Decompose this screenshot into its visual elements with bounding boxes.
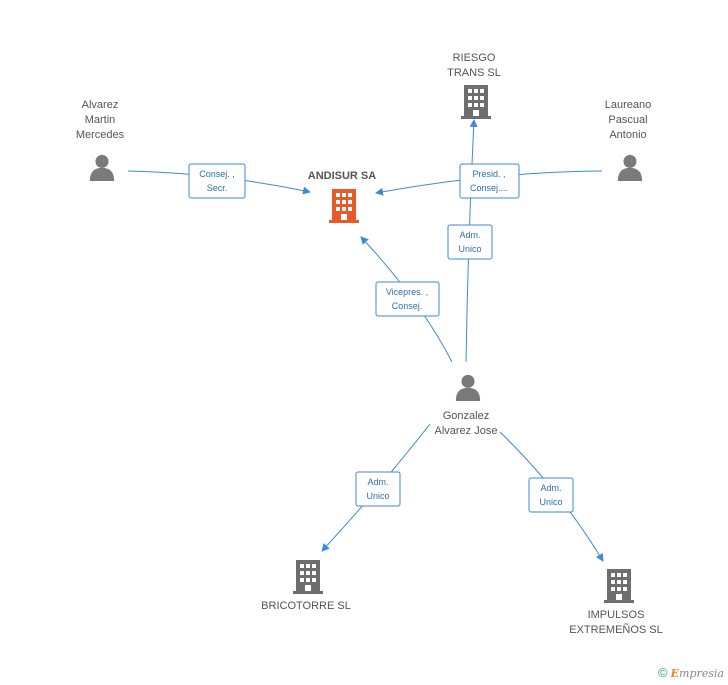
node-label-line: Laureano: [605, 99, 652, 111]
building-icon: [329, 189, 359, 223]
node-alvarez-martin-mercedes[interactable]: Alvarez Martin Mercedes: [76, 99, 125, 181]
building-icon: [604, 569, 634, 603]
brand-initial: E: [670, 667, 680, 680]
edge-label-laureano-andisur[interactable]: Presid. , Consej....: [459, 163, 520, 199]
edge-label-line: Adm.: [540, 483, 561, 493]
edge-label-line: Unico: [539, 497, 562, 507]
person-icon: [89, 154, 115, 181]
node-impulsos-extremenos-sl[interactable]: IMPULSOS EXTREMEÑOS SL: [569, 569, 663, 636]
brand-logo[interactable]: Empresia: [671, 667, 724, 680]
node-label-line: EXTREMEÑOS SL: [569, 623, 663, 636]
node-label-line: RIESGO: [453, 52, 496, 64]
node-bricotorre-sl[interactable]: BRICOTORRE SL: [261, 560, 351, 612]
edge-label-line: Vicepres. ,: [386, 287, 428, 297]
person-icon: [455, 374, 481, 401]
brand-rest: mpresia: [679, 667, 724, 680]
node-label-line: ANDISUR SA: [308, 170, 377, 182]
person-icon: [617, 154, 643, 181]
node-label-line: Alvarez: [82, 99, 119, 111]
edge-label-gonzalez-impulsos[interactable]: Adm. Unico: [528, 477, 574, 513]
node-andisur-sa[interactable]: ANDISUR SA: [308, 170, 377, 223]
edge-label-line: Adm.: [459, 230, 480, 240]
building-icon: [293, 560, 323, 594]
edge-label-line: Adm.: [367, 477, 388, 487]
node-label-line: IMPULSOS: [588, 609, 645, 621]
node-label-line: TRANS SL: [447, 67, 501, 79]
edge-label-line: Consej....: [470, 183, 508, 193]
node-label-line: Gonzalez: [443, 410, 489, 422]
node-label-line: Alvarez Jose: [435, 425, 498, 437]
edge-label-alvarez-andisur[interactable]: Consej. , Secr.: [188, 163, 246, 199]
building-icon: [461, 85, 491, 119]
copyright-symbol: ©: [657, 665, 668, 680]
edge-label-line: Presid. ,: [472, 169, 505, 179]
node-label-line: Mercedes: [76, 129, 125, 141]
node-label-line: Antonio: [609, 129, 646, 141]
edge-label-gonzalez-riesgo[interactable]: Adm. Unico: [447, 224, 493, 260]
footer-brand: © Empresia: [658, 665, 724, 680]
node-gonzalez-alvarez-jose[interactable]: Gonzalez Alvarez Jose: [435, 374, 498, 437]
edge-label-gonzalez-andisur[interactable]: Vicepres. , Consej.: [375, 281, 440, 317]
node-laureano-pascual-antonio[interactable]: Laureano Pascual Antonio: [605, 99, 652, 181]
node-label-line: BRICOTORRE SL: [261, 600, 351, 612]
node-label-line: Pascual: [608, 114, 647, 126]
node-label-line: Martin: [85, 114, 116, 126]
edge-label-line: Unico: [366, 491, 389, 501]
edge-label-line: Secr.: [207, 183, 228, 193]
edge-label-gonzalez-brico[interactable]: Adm. Unico: [355, 471, 401, 507]
edge-label-line: Consej.: [392, 301, 423, 311]
edge-label-line: Unico: [458, 244, 481, 254]
node-riesgo-trans-sl[interactable]: RIESGO TRANS SL: [447, 52, 501, 119]
edge-label-line: Consej. ,: [199, 169, 235, 179]
